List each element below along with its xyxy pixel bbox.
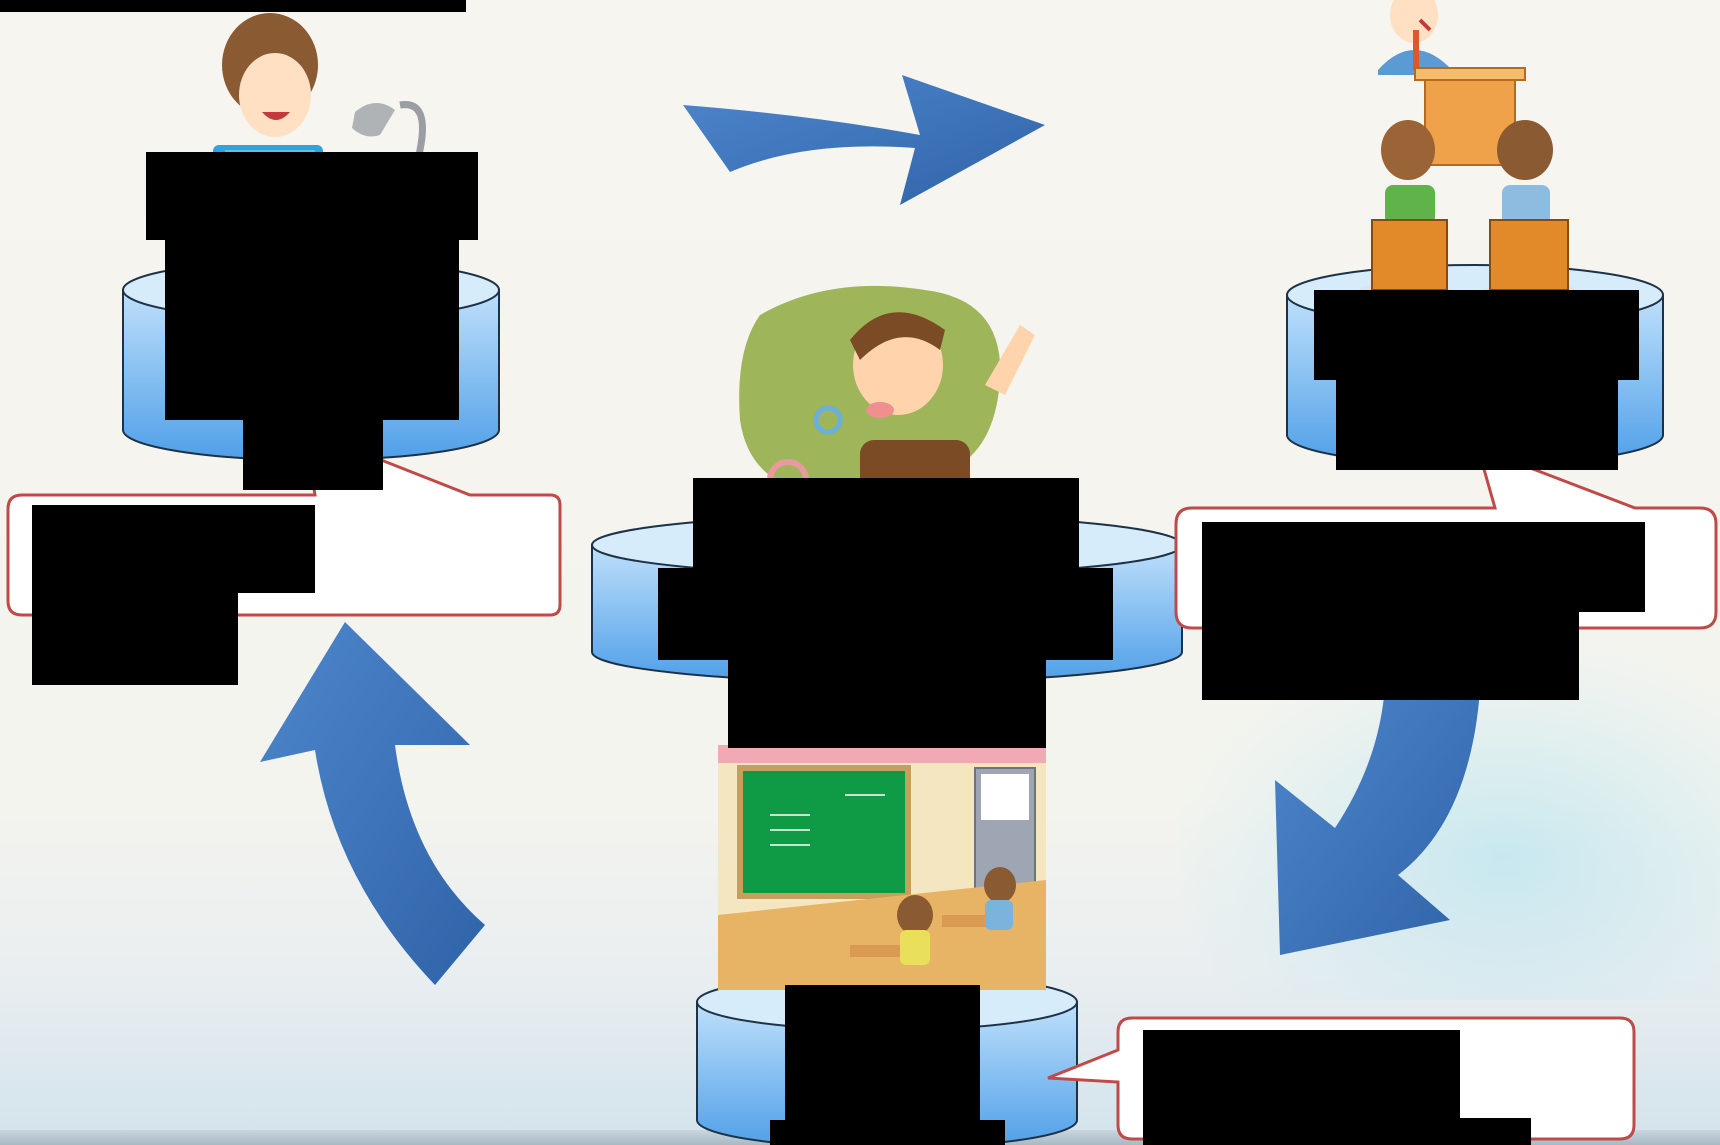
redaction-stage-home-a — [146, 152, 478, 240]
arrow-left — [260, 622, 485, 985]
redaction-stage-classroom-a — [785, 985, 980, 1120]
redaction-callout-left-a — [32, 505, 315, 593]
redaction-stage-home-b — [165, 240, 459, 420]
arrow-top — [683, 75, 1045, 205]
redaction-stage-lecture-b — [1336, 380, 1618, 470]
redaction-top-bar — [0, 0, 466, 12]
redaction-stage-classroom-b — [770, 1120, 1005, 1145]
arrow-right — [1275, 685, 1480, 955]
redaction-callout-bottom-a — [1143, 1030, 1460, 1118]
classroom-illustration — [718, 745, 1046, 990]
redaction-callout-right-a — [1202, 522, 1645, 612]
redaction-stage-center-b — [658, 568, 1113, 660]
redaction-stage-lecture-a — [1314, 290, 1639, 380]
redaction-stage-center-a — [693, 478, 1079, 568]
redaction-callout-right-b — [1202, 612, 1579, 700]
redaction-callout-bottom-b — [1143, 1118, 1531, 1145]
redaction-callout-left-b — [32, 593, 238, 685]
redaction-stage-home-c — [243, 420, 383, 490]
redaction-stage-center-c — [728, 660, 1046, 748]
